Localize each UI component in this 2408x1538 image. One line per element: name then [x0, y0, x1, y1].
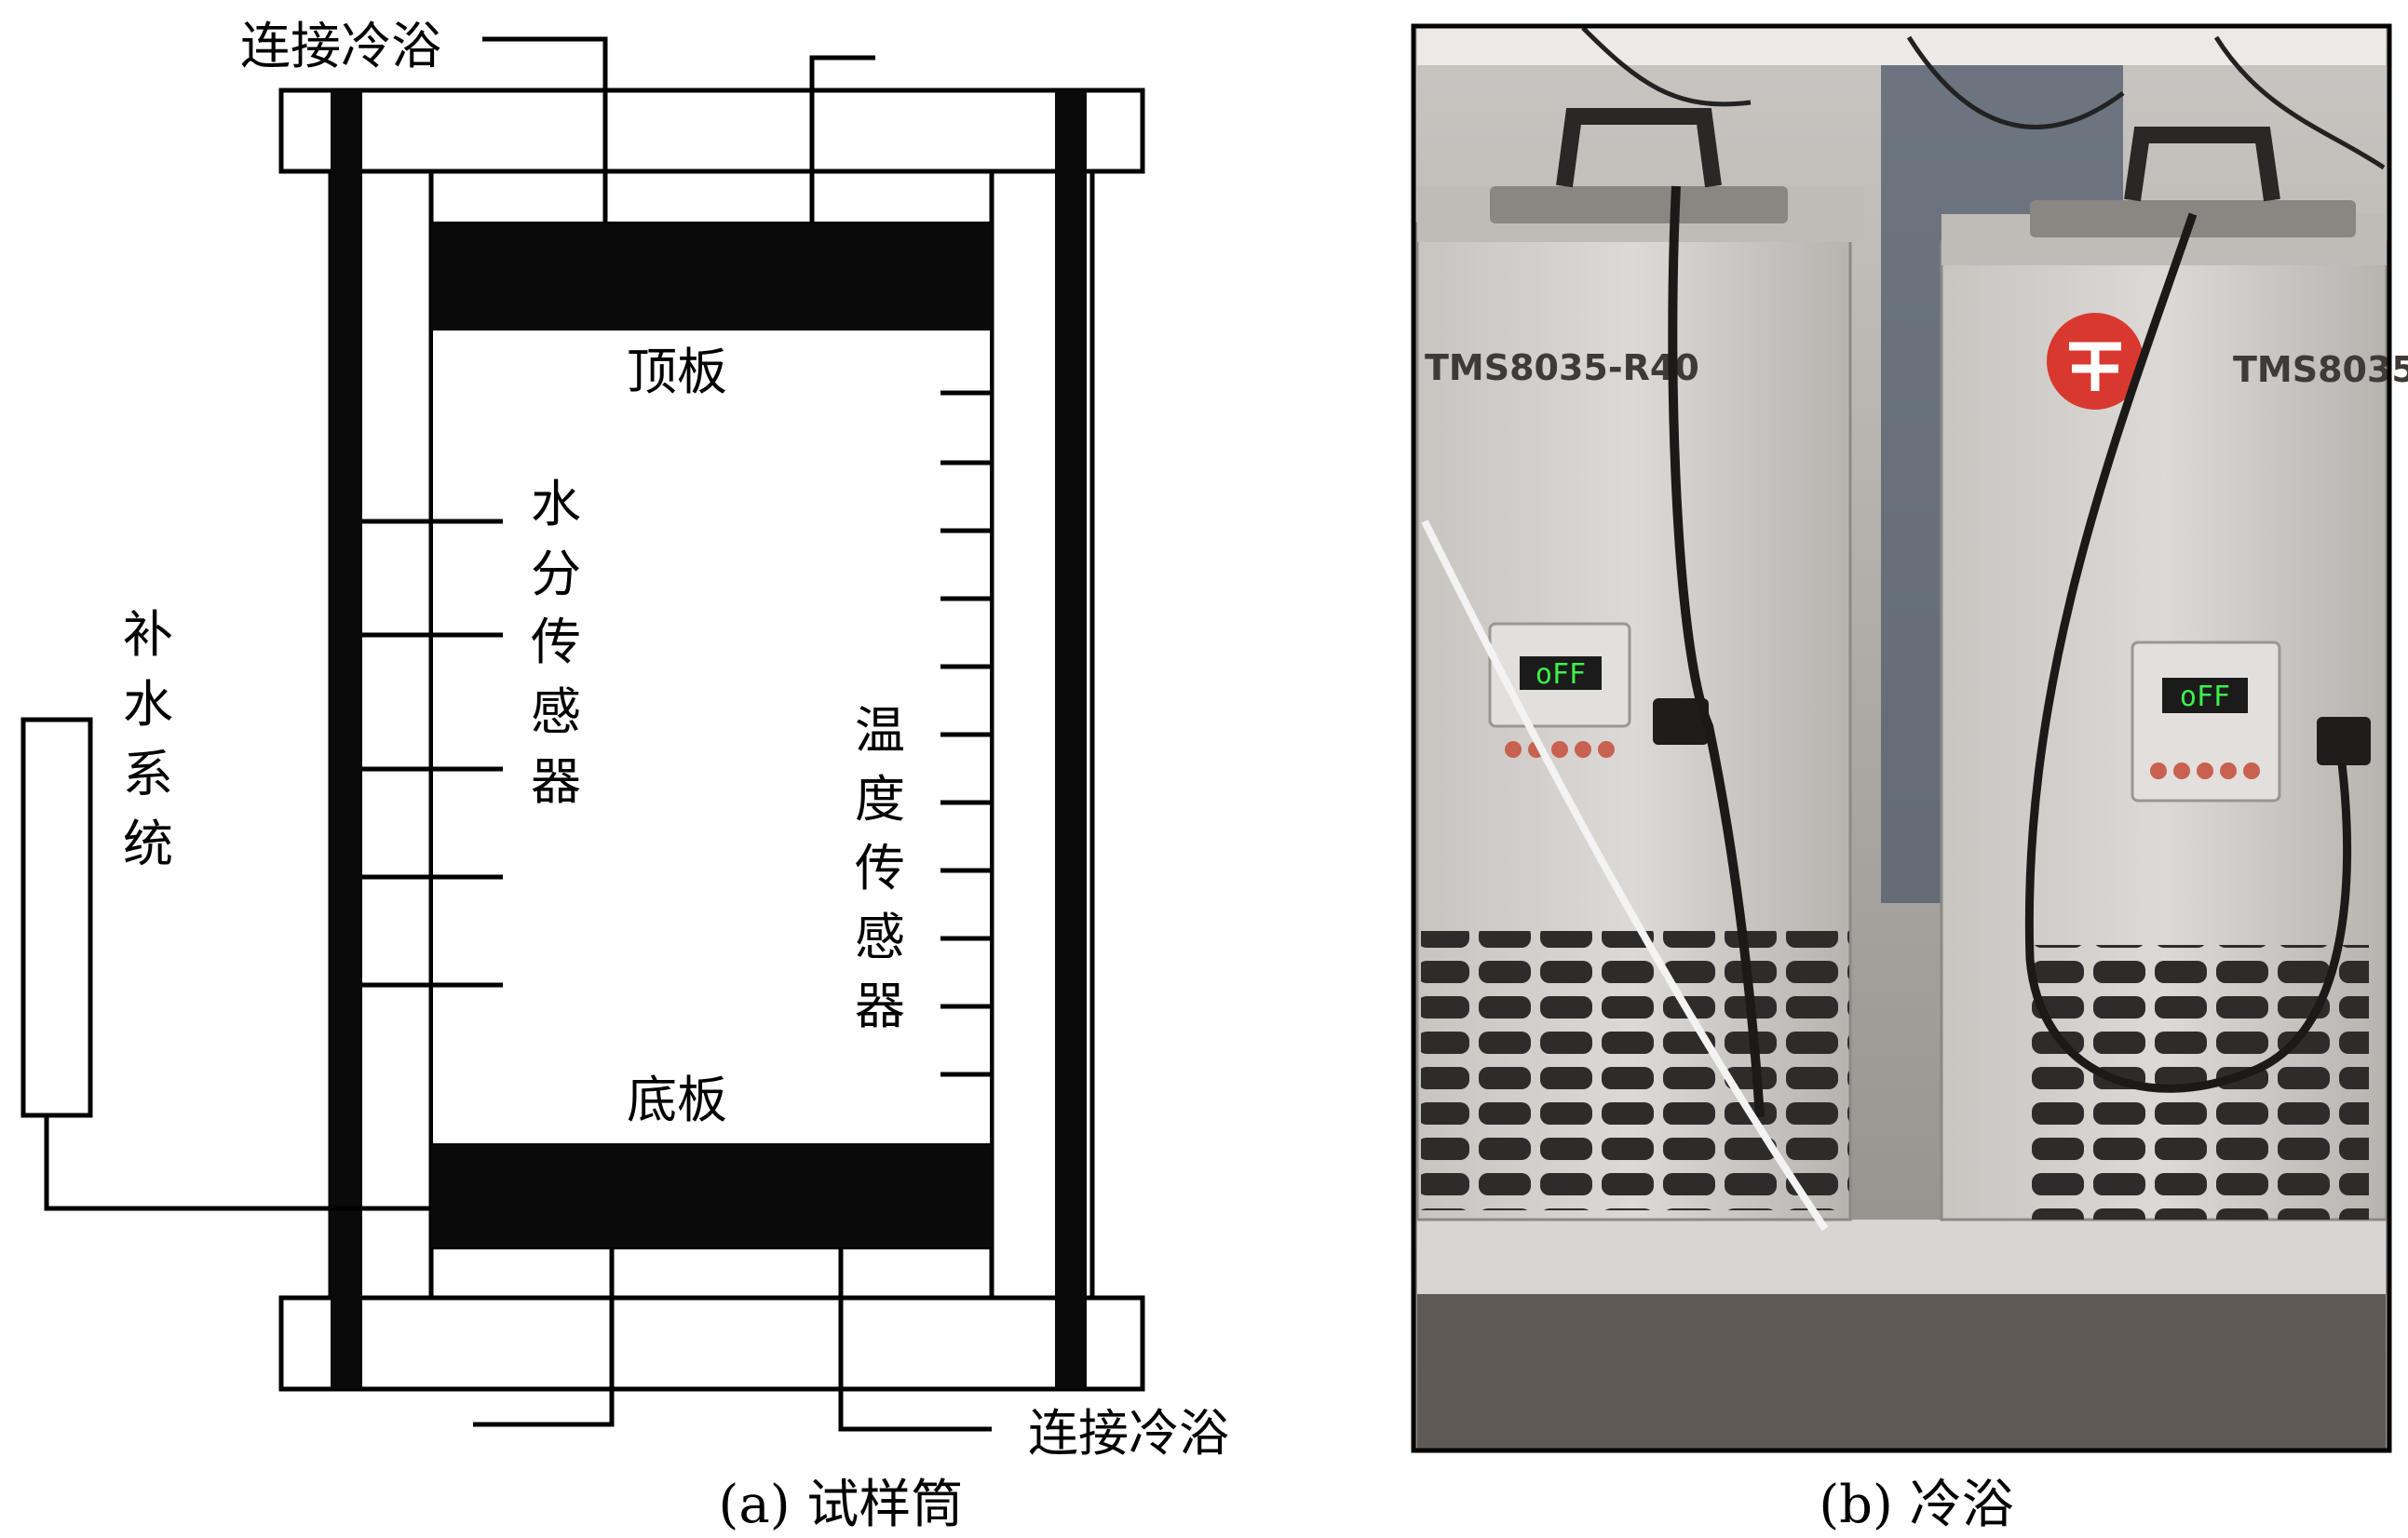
label-connect-cold-bath-top: 连接冷浴: [240, 17, 441, 75]
svg-text:传: 传: [855, 839, 905, 897]
top-pipe-right: [809, 55, 875, 223]
label-connect-cold-bath-bottom: 连接冷浴: [1028, 1404, 1229, 1463]
svg-text:系: 系: [123, 745, 173, 803]
svg-text:感: 感: [531, 682, 581, 741]
sample-cylinder-diagram: 连接冷浴 连接冷浴 顶板 底板 水 分 传 感 器 温 度 传 感 器 补 水 …: [20, 17, 1229, 1535]
moisture-sensor-probes: [362, 519, 503, 988]
svg-text:oFF: oFF: [1535, 658, 1586, 691]
label-top-plate: 顶板: [627, 343, 727, 401]
label-water-supply-system: 补 水 系 统: [123, 605, 173, 873]
temperature-sensor-probes: [940, 390, 992, 1077]
handle-icon: [2124, 127, 2280, 202]
caption-a: (a) 试样筒: [719, 1475, 964, 1535]
bottom-pipe-left: [473, 1248, 615, 1427]
connector-left: [1653, 698, 1709, 745]
bottom-flange: [278, 1295, 1145, 1392]
top-flange: [278, 88, 1145, 174]
cold-bath-unit-left: oFF TMS8035-R40: [1415, 108, 1864, 1232]
label-moisture-sensor: 水 分 传 感 器: [531, 475, 581, 811]
svg-text:传: 传: [531, 613, 581, 671]
model-label-right: TMS8035: [2233, 349, 2408, 390]
overhead-cables: [1581, 26, 2386, 170]
left-rod: [331, 90, 362, 1389]
connector-right: [2317, 717, 2371, 765]
label-bottom-plate: 底板: [627, 1071, 727, 1129]
cable-right: [2024, 212, 2352, 1093]
display-right: [2162, 678, 2248, 713]
svg-text:度: 度: [855, 770, 905, 829]
photo-frame: [1411, 23, 2392, 1453]
svg-text:oFF: oFF: [2180, 681, 2230, 713]
svg-text:器: 器: [531, 752, 581, 811]
display-left: [1520, 656, 1602, 690]
water-supply-tank: [20, 717, 93, 1118]
caption-b: (b) 冷浴: [1819, 1475, 2013, 1535]
floor-area: [1417, 1294, 2386, 1450]
svg-text:水: 水: [531, 475, 581, 533]
svg-text:温: 温: [855, 701, 905, 760]
cable-left: [1668, 185, 1765, 1118]
bottom-pipe-right: [838, 1248, 992, 1432]
right-rod: [1055, 90, 1087, 1389]
svg-text:感: 感: [855, 908, 905, 966]
model-label-left: TMS8035-R40: [1425, 347, 1699, 388]
handle-icon: [1556, 108, 1722, 188]
svg-text:补: 补: [123, 605, 173, 664]
cold-bath-unit-right: TMS8035 oFF: [1940, 127, 2408, 1221]
svg-text:统: 统: [123, 815, 173, 873]
cold-bath-photo: oFF TMS8035-R40 TMS8035 oFF: [1411, 23, 2408, 1535]
white-cable: [1421, 519, 1829, 1232]
buttons-right: [2150, 762, 2260, 779]
svg-text:水: 水: [123, 675, 173, 734]
top-plate: [431, 223, 992, 331]
svg-text:器: 器: [855, 977, 905, 1035]
vent-grille-left: [1421, 931, 1849, 1210]
label-temperature-sensor: 温 度 传 感 器: [855, 701, 905, 1035]
shelf-top: [1417, 28, 2386, 65]
water-supply-pipe: [44, 1115, 431, 1211]
shelf-bottom: [1417, 1220, 2386, 1294]
bottom-plate: [431, 1143, 992, 1248]
top-pipe-left: [482, 36, 608, 223]
svg-text:分: 分: [531, 545, 581, 603]
